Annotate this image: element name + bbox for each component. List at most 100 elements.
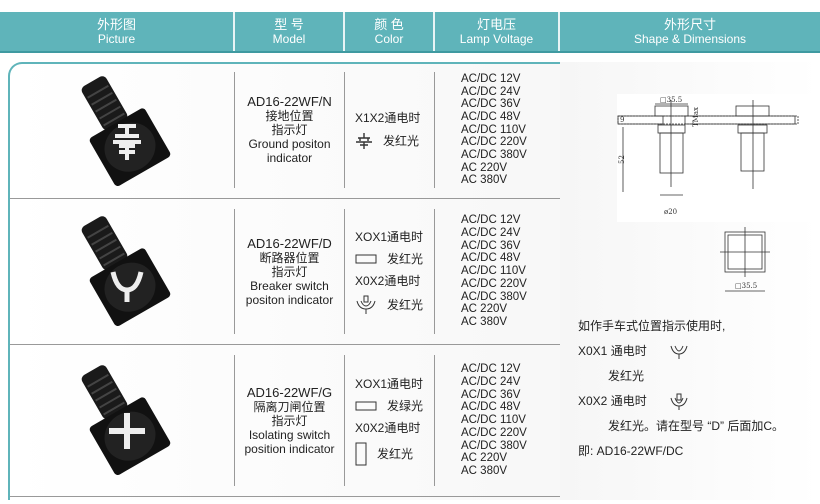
breaker-closed-icon [355, 295, 377, 315]
color-text: X0X2通电时 [355, 273, 421, 288]
model-name-zh: 指示灯 [271, 264, 308, 279]
model-number: AD16-22WF/G [246, 384, 333, 400]
voltage-item: AC/DC 380V [461, 439, 527, 452]
voltage-item: AC/DC 12V [461, 214, 521, 227]
note-line: X0X1 通电时 [578, 344, 647, 358]
dimension-drawing: □35.5 TMax 9 52 ø20 □35.5 [617, 94, 818, 292]
voltage-item: AC/DC 12V [461, 363, 521, 376]
voltage-item: AC/DC 48V [461, 252, 521, 265]
horizontal-bar-icon [355, 254, 377, 264]
voltage-item: AC 220V [461, 452, 508, 465]
svg-text:9: 9 [620, 116, 624, 124]
dimensions-panel: □35.5 TMax 9 52 ø20 □35.5 如作手车式位置指示使用时, … [560, 62, 820, 500]
note-line: 如作手车式位置指示使用时, [578, 319, 726, 333]
color-cell: X1X2通电时发红光 [345, 72, 435, 188]
ground-symbol-icon [355, 132, 373, 150]
table-row: AD16-22WF/G 隔离刀闸位置 指示灯 Isolating switch … [10, 345, 562, 497]
voltage-item: AC/DC 36V [461, 98, 521, 111]
color-text: 发红光 [377, 446, 414, 461]
model-cell: AD16-22WF/N 接地位置 指示灯 Ground positon indi… [235, 72, 345, 188]
product-picture [10, 209, 235, 334]
indicator-lamp-image [81, 215, 171, 326]
model-name-en: positon indicator [245, 292, 334, 307]
voltage-item: AC/DC 24V [461, 227, 521, 240]
model-name-en: Ground positon [248, 137, 331, 151]
color-line: XOX1通电时 [355, 229, 423, 245]
color-line: X0X2通电时 [355, 420, 420, 436]
color-text: X1X2通电时 [355, 111, 421, 125]
voltage-item: AC 380V [461, 464, 508, 477]
color-text: XOX1通电时 [355, 229, 424, 244]
voltage-item: AC/DC 110V [461, 265, 526, 278]
product-picture [10, 72, 235, 188]
color-text: XOX1通电时 [355, 376, 424, 391]
voltage-item: AC/DC 36V [461, 239, 521, 252]
color-line: 发红光 [355, 251, 423, 267]
svg-text:TMax: TMax [692, 107, 700, 127]
model-name-en: indicator [266, 151, 313, 165]
color-line: 发绿光 [355, 398, 423, 414]
breaker-closed-icon [670, 393, 688, 410]
color-line: 发红光 [355, 295, 423, 315]
color-line: X1X2通电时 [355, 110, 420, 126]
note-line: 发红光 [608, 369, 645, 383]
model-cell: AD16-22WF/D 断路器位置 指示灯 Breaker switch pos… [235, 209, 345, 334]
voltage-item: AC/DC 12V [461, 72, 521, 85]
model-name-en: Breaker switch [250, 278, 329, 293]
indicator-lamp-image [81, 364, 171, 475]
color-text: 发红光 [387, 251, 424, 266]
voltage-item: AC/DC 48V [461, 401, 521, 414]
breaker-open-icon [670, 345, 688, 359]
usage-note: 如作手车式位置指示使用时, X0X1 通电时 发红光 X0X2 通电时 发红光。… [578, 314, 784, 464]
color-line: 发红光 [355, 442, 413, 466]
model-name-zh: 隔离刀闸位置 [253, 399, 326, 414]
model-name-zh: 指示灯 [271, 413, 308, 428]
table-row: AD16-22WF/D 断路器位置 指示灯 Breaker switch pos… [10, 199, 562, 345]
color-line: XOX1通电时 [355, 376, 423, 392]
svg-text:□35.5: □35.5 [735, 282, 757, 290]
note-line: 即: AD16-22WF/DC [578, 444, 684, 458]
voltage-item: AC 220V [461, 161, 508, 174]
color-text: X0X2通电时 [355, 420, 421, 435]
color-text: 发绿光 [387, 398, 424, 413]
voltage-item: AC/DC 24V [461, 85, 521, 98]
voltage-item: AC/DC 110V [461, 123, 526, 136]
note-line: X0X2 通电时 [578, 394, 647, 408]
voltage-item: AC/DC 380V [461, 290, 527, 303]
voltage-item: AC/DC 110V [461, 414, 526, 427]
model-number: AD16-22WF/D [247, 235, 332, 251]
voltage-item: AC 380V [461, 174, 508, 187]
model-name-en: position indicator [244, 441, 335, 456]
svg-text:□35.5: □35.5 [660, 96, 682, 104]
note-line: 发红光。请在型号 “D” 后面加C。 [608, 419, 784, 433]
model-name-zh: 接地位置 [265, 109, 314, 123]
product-picture [10, 355, 235, 486]
voltage-item: AC/DC 36V [461, 388, 521, 401]
indicator-lamp-image [81, 76, 171, 186]
color-line: 发红光 [355, 132, 419, 150]
voltage-item: AC/DC 48V [461, 110, 521, 123]
voltage-item: AC/DC 24V [461, 376, 521, 389]
color-text: 发红光 [387, 297, 424, 312]
model-cell: AD16-22WF/G 隔离刀闸位置 指示灯 Isolating switch … [235, 355, 345, 486]
model-name-zh: 断路器位置 [259, 250, 320, 265]
svg-text:52: 52 [618, 155, 626, 164]
color-text: 发红光 [383, 134, 420, 148]
voltage-item: AC/DC 220V [461, 426, 527, 439]
svg-text:ø20: ø20 [664, 208, 677, 216]
voltage-item: AC/DC 220V [461, 277, 527, 290]
model-name-zh: 指示灯 [271, 123, 308, 137]
voltage-item: AC/DC 380V [461, 149, 527, 162]
voltage-item: AC/DC 220V [461, 136, 527, 149]
table-row: AD16-22WF/N 接地位置 指示灯 Ground positon indi… [10, 62, 562, 199]
model-name-en: Isolating switch [248, 427, 331, 442]
